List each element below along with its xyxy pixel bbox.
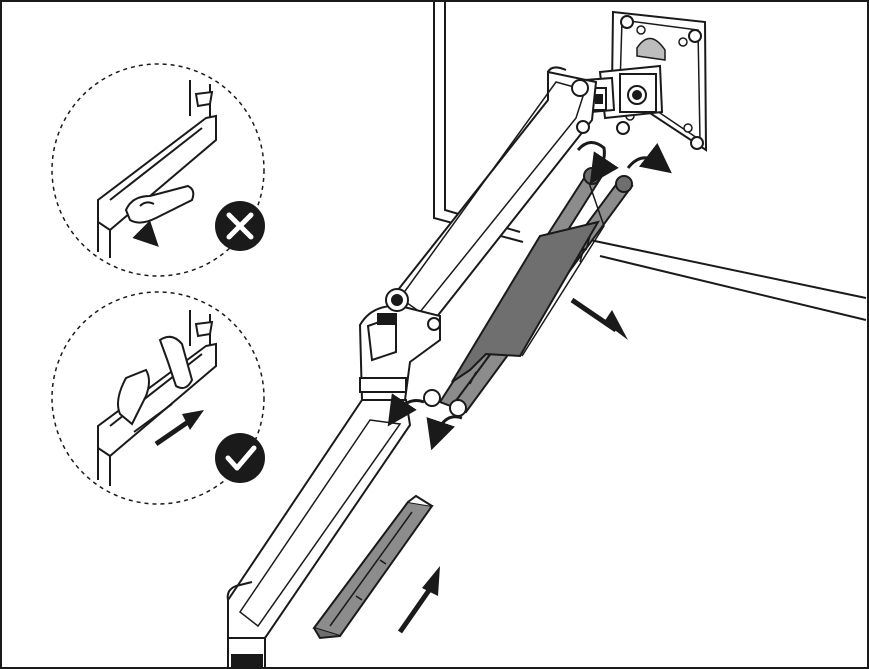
screw-hole-icon bbox=[620, 15, 634, 29]
rotation-arrows bbox=[387, 141, 672, 451]
screw-hole-icon bbox=[688, 29, 702, 43]
detail-circle-correct bbox=[51, 291, 265, 505]
screw-hole-icon bbox=[690, 136, 704, 150]
screw-hole-icon bbox=[616, 121, 630, 135]
x-icon bbox=[215, 201, 265, 251]
curved-arrow-icon bbox=[132, 220, 159, 247]
tilt-joint bbox=[583, 64, 664, 120]
curved-arrow-icon bbox=[387, 393, 425, 427]
detail-circle-incorrect bbox=[51, 63, 265, 277]
check-icon bbox=[215, 433, 265, 483]
curved-arrow-icon bbox=[576, 141, 619, 185]
direction-arrows bbox=[397, 297, 628, 634]
arrow-icon bbox=[397, 584, 435, 634]
curved-arrow-icon bbox=[626, 142, 672, 174]
upper-arm-cover bbox=[423, 167, 634, 417]
curved-arrow-icon bbox=[426, 415, 463, 451]
lower-arm-cover bbox=[312, 494, 434, 640]
arrow-icon bbox=[154, 419, 190, 447]
upper-arm bbox=[388, 66, 598, 330]
elbow-joint bbox=[358, 288, 441, 401]
